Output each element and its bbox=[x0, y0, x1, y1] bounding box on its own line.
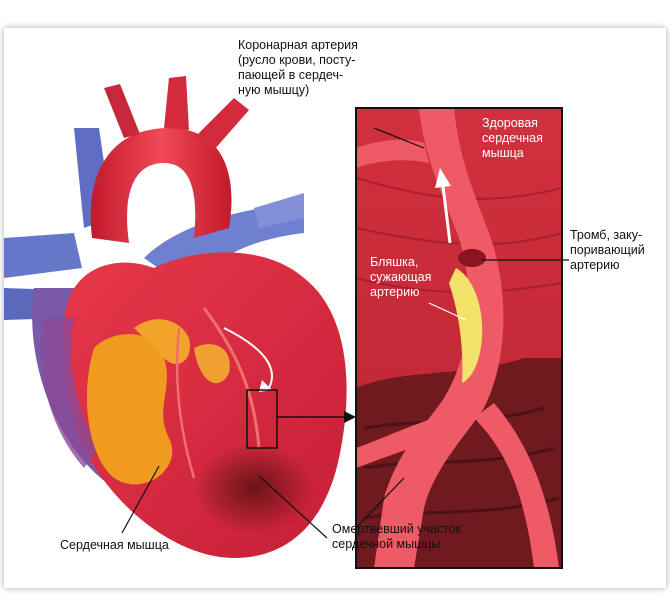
label-heart-muscle: Сердечная мышца bbox=[60, 538, 169, 552]
coronary-artery-inset bbox=[374, 108, 504, 568]
leader-dead-2 bbox=[353, 477, 405, 531]
label-plaque: Бляшка, сужающая артерию bbox=[370, 255, 432, 299]
left-vein bbox=[4, 233, 82, 278]
leader-coronary bbox=[373, 127, 425, 149]
label-dead-area: Омертвевший участок сердечной мышцы bbox=[332, 522, 462, 551]
zoom-pointer-arrowhead bbox=[344, 411, 356, 423]
leader-heart-muscle bbox=[121, 465, 160, 534]
plaque bbox=[449, 268, 483, 383]
label-healthy-muscle: Здоровая сердечная мышца bbox=[482, 116, 543, 160]
label-thrombus: Тромб, заку- поривающий артерию bbox=[570, 228, 645, 272]
label-coronary-artery: Коронарная артерия (русло крови, посту- … bbox=[238, 38, 358, 97]
zoom-region-box bbox=[246, 389, 278, 449]
cardiac-fat bbox=[86, 334, 173, 485]
diagram-frame: Коронарная артерия (русло крови, посту- … bbox=[4, 28, 666, 588]
dead-tissue-heart bbox=[194, 443, 314, 533]
leader-dead-1 bbox=[258, 475, 328, 539]
heart-illustration bbox=[4, 76, 569, 569]
thrombus bbox=[458, 249, 486, 267]
aorta bbox=[90, 128, 232, 243]
inset-border bbox=[355, 107, 563, 569]
leader-plaque bbox=[428, 302, 467, 321]
